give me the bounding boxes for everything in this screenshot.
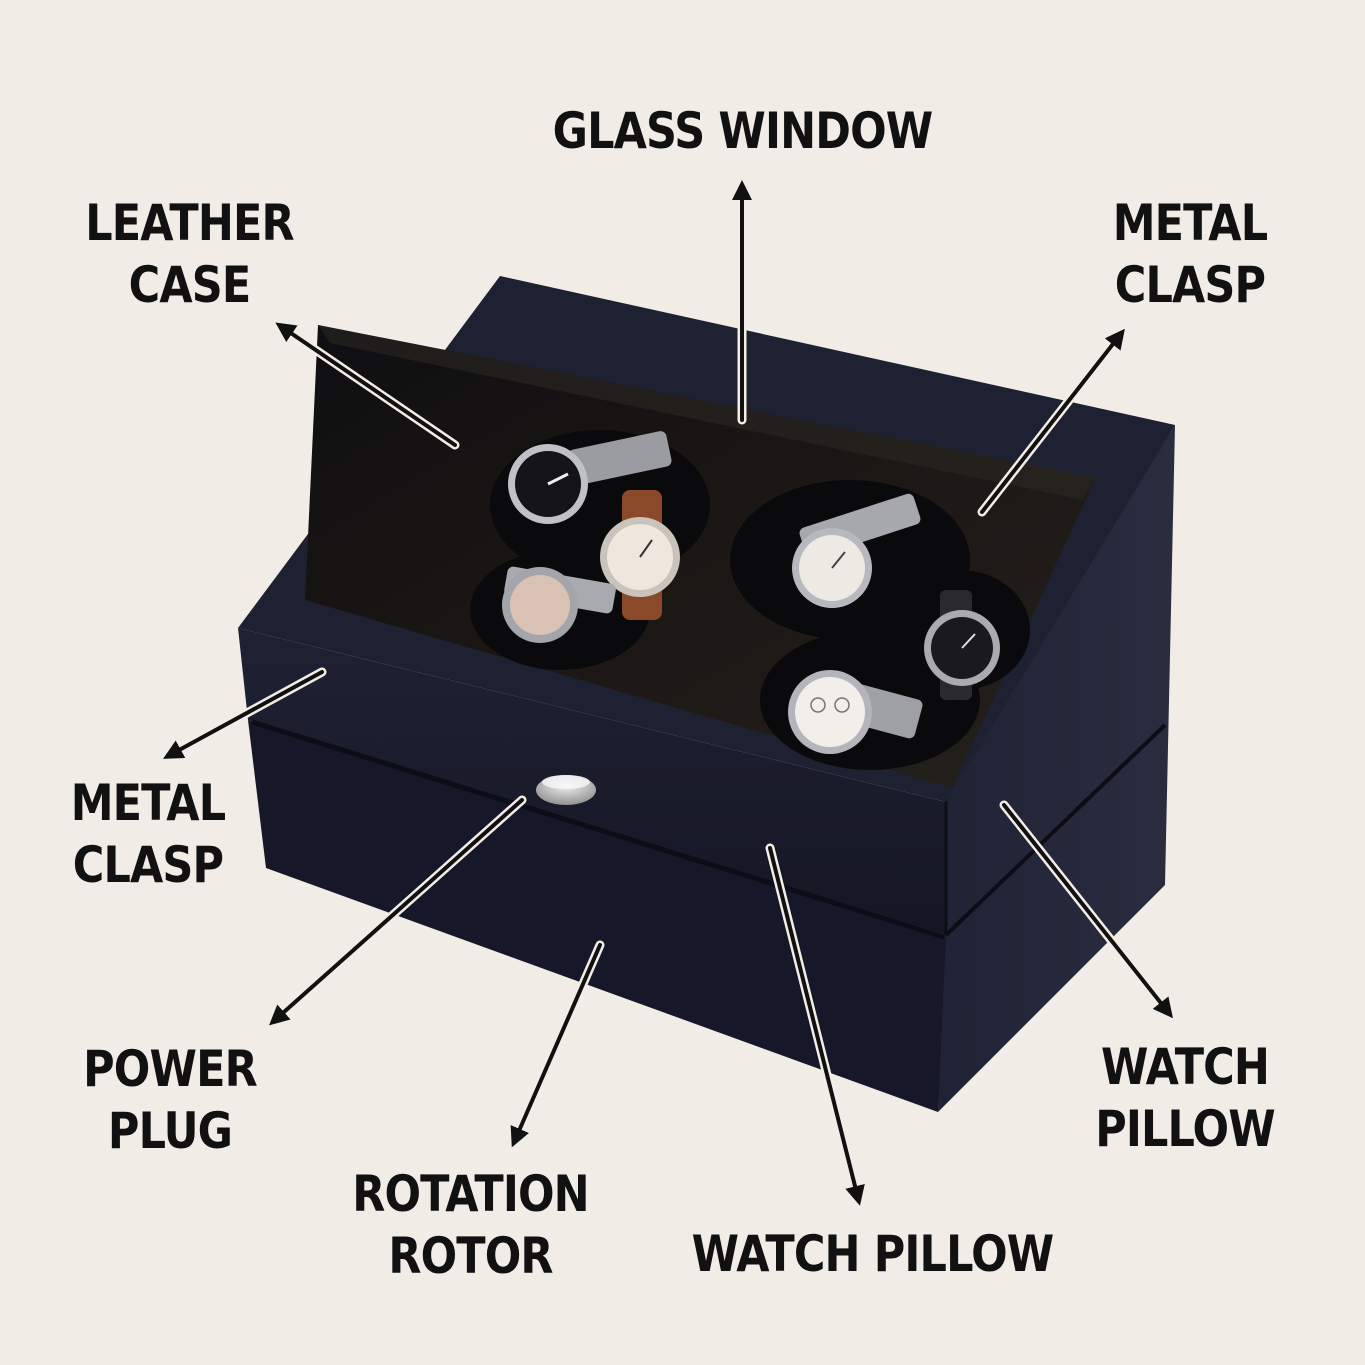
label-power-plug-line-1: POWER xyxy=(83,1040,258,1098)
label-metal-clasp-top-line-1: METAL xyxy=(1112,194,1268,252)
label-metal-clasp-top: METAL CLASP xyxy=(1095,192,1284,316)
drawer-front-face xyxy=(248,720,946,1112)
drawer-knob[interactable] xyxy=(536,775,596,805)
label-watch-pillow-right-line-1: WATCH xyxy=(1100,1038,1270,1096)
label-rotation-rotor-line-2: ROTOR xyxy=(388,1227,553,1285)
watch-5 xyxy=(924,590,1000,700)
arrow-leather-case xyxy=(275,322,460,450)
arrow-rotation-rotor xyxy=(510,940,605,1148)
label-rotation-rotor: ROTATION ROTOR xyxy=(339,1163,601,1287)
arrow-power-plug xyxy=(269,795,527,1026)
label-metal-clasp-top-line-2: CLASP xyxy=(1114,256,1266,314)
label-rotation-rotor-line-1: ROTATION xyxy=(352,1165,589,1223)
side-seam xyxy=(944,723,1167,937)
label-power-plug: POWER PLUG xyxy=(71,1038,269,1162)
arrow-metal-clasp-left xyxy=(162,667,327,760)
label-power-plug-line-2: PLUG xyxy=(107,1102,233,1160)
label-watch-pillow-bottom-line-1: WATCH PILLOW xyxy=(691,1225,1055,1283)
watch-3 xyxy=(502,566,616,643)
label-watch-pillow-bottom: WATCH PILLOW xyxy=(681,1223,1064,1285)
case-side-face xyxy=(938,425,1175,1112)
glass-rim xyxy=(318,325,1096,500)
label-leather-case-line-2: CASE xyxy=(128,256,252,314)
label-watch-pillow-right: WATCH PILLOW xyxy=(1082,1036,1288,1160)
arrow-metal-clasp-top xyxy=(977,328,1125,517)
label-metal-clasp-left-line-1: METAL xyxy=(70,774,226,832)
drawer-seam xyxy=(251,719,945,940)
label-metal-clasp-left-line-2: CLASP xyxy=(72,836,224,894)
label-metal-clasp-left: METAL CLASP xyxy=(53,772,242,896)
arrow-watch-pillow-bottom xyxy=(765,843,865,1206)
watch-2 xyxy=(600,490,680,620)
label-glass-window: GLASS WINDOW xyxy=(551,100,934,162)
label-glass-window-line-1: GLASS WINDOW xyxy=(552,102,934,160)
watch-6 xyxy=(788,670,923,754)
watch-1 xyxy=(508,431,672,524)
label-leather-case-line-1: LEATHER xyxy=(85,194,294,252)
watch-4 xyxy=(792,493,921,608)
label-leather-case: LEATHER CASE xyxy=(80,192,299,316)
label-watch-pillow-right-line-2: PILLOW xyxy=(1095,1100,1275,1158)
arrow-watch-pillow-right xyxy=(999,800,1173,1019)
